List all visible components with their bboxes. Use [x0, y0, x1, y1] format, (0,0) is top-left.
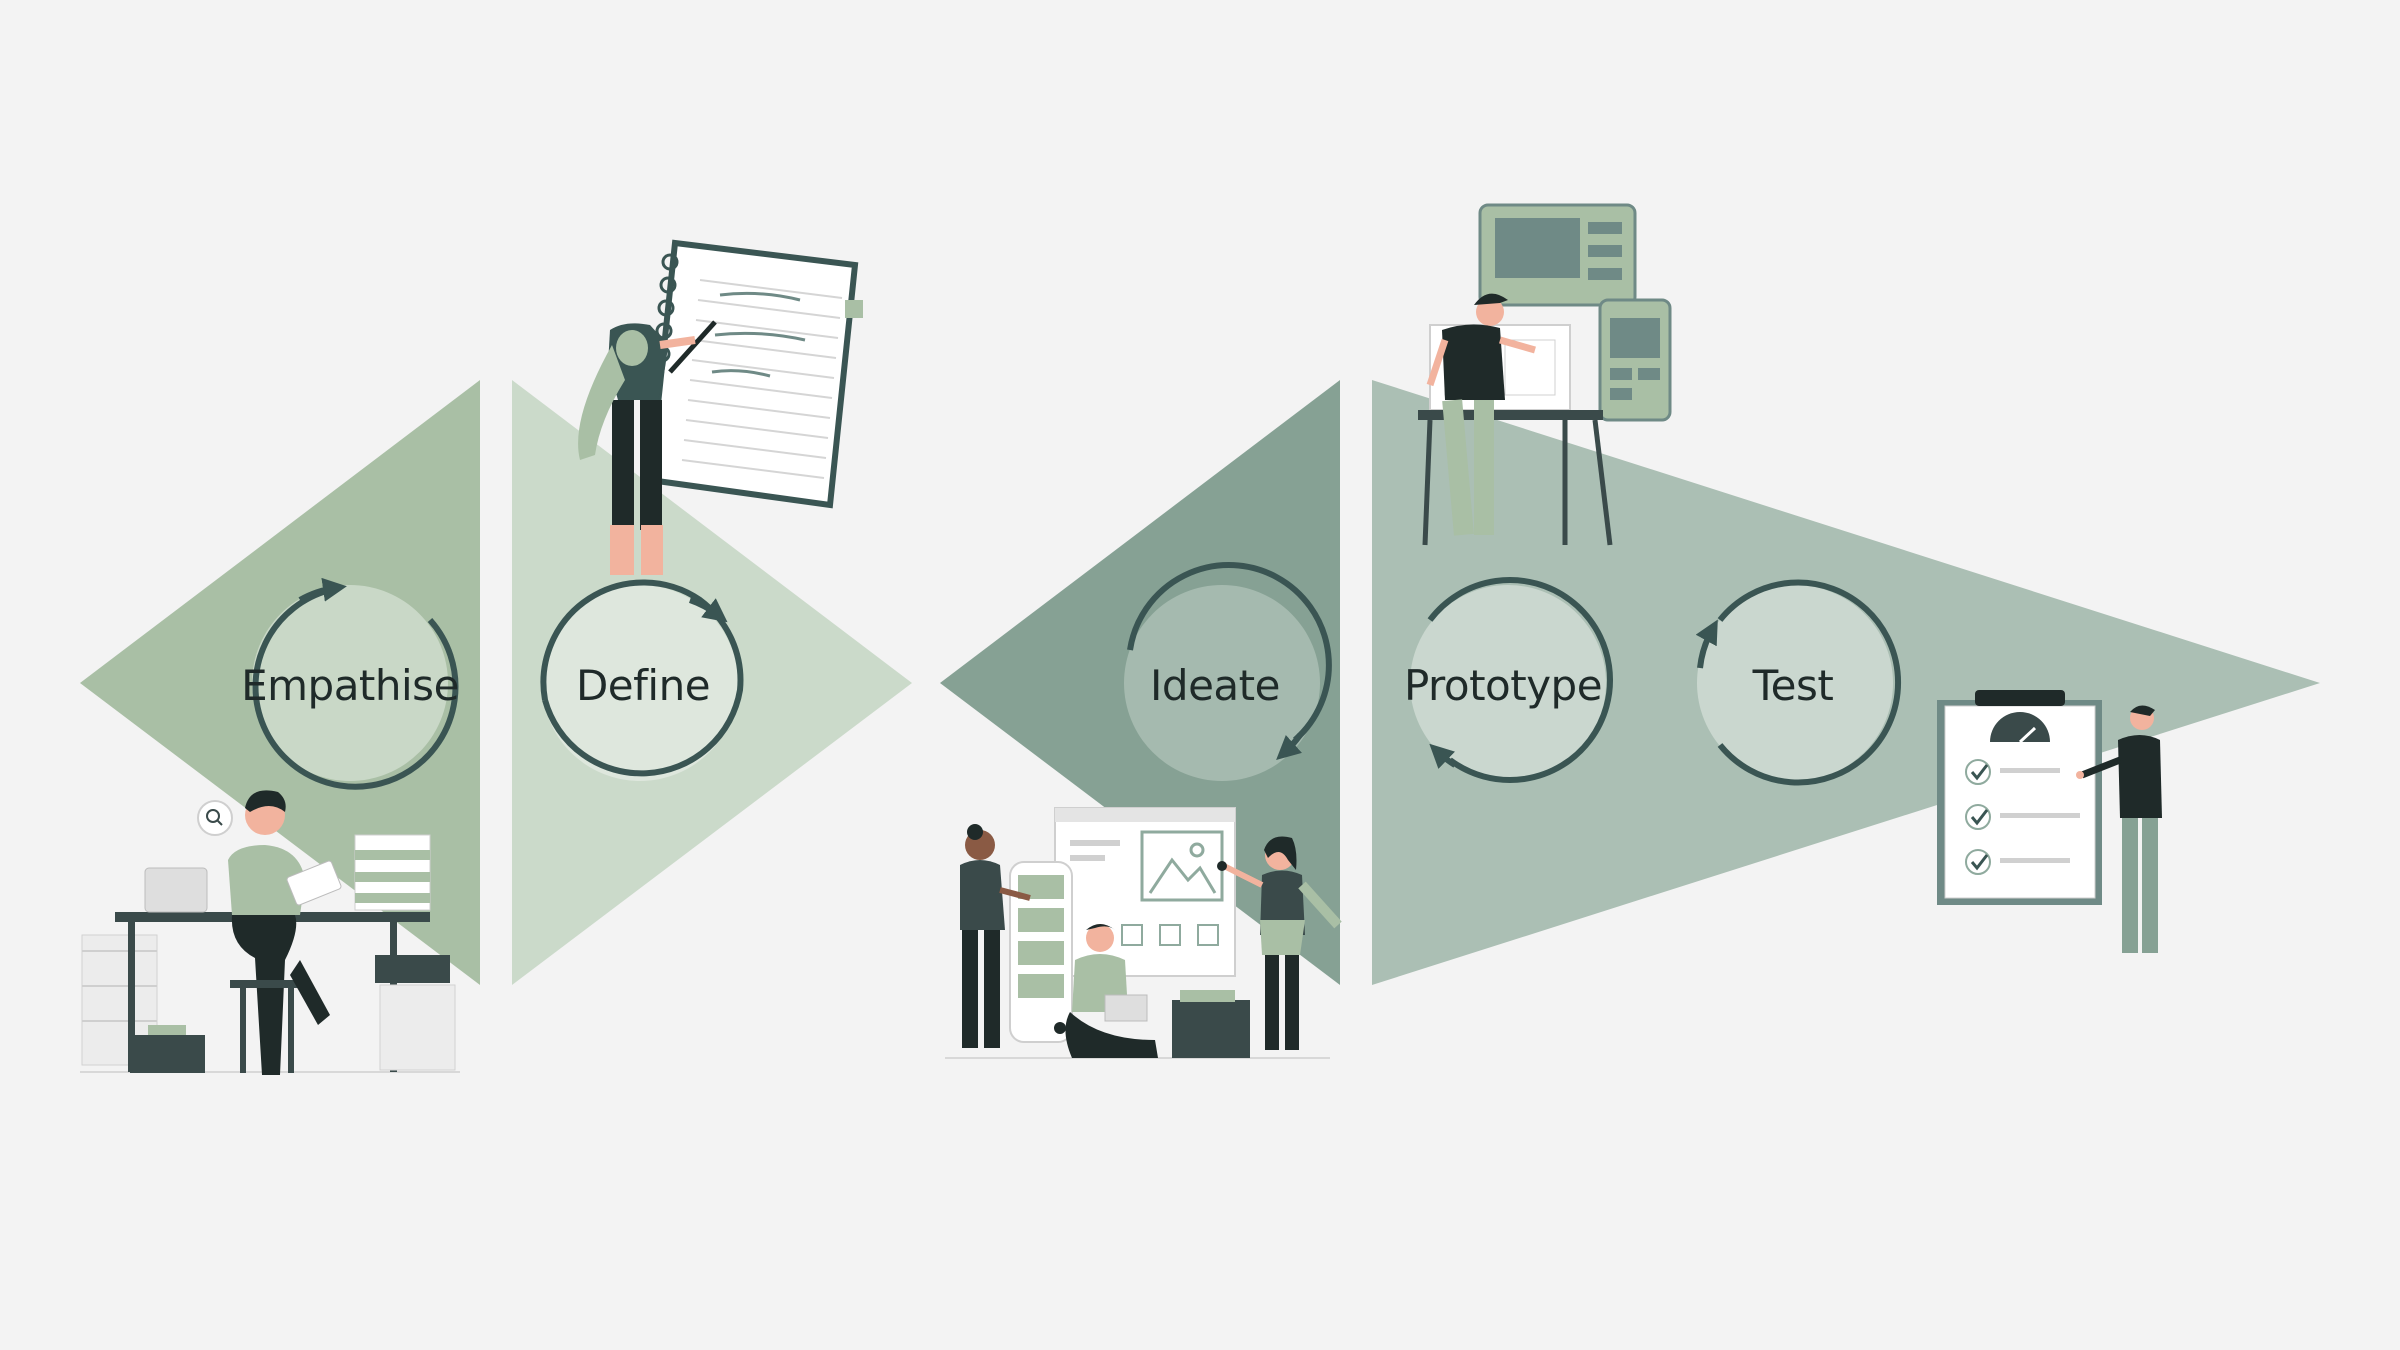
test-circle — [1695, 579, 1902, 786]
person-at-desk-illustration — [80, 790, 460, 1075]
prototype-circle — [1410, 577, 1613, 783]
team-designing-interface-illustration — [945, 807, 1342, 1059]
empathise-circle — [252, 577, 459, 790]
person-writing-on-notebook-illustration — [578, 239, 863, 575]
define-circle — [540, 579, 744, 781]
person-reviewing-checklist-illustration — [1937, 690, 2162, 953]
person-building-prototype-illustration — [1418, 203, 1672, 546]
ideate-circle — [1124, 562, 1332, 781]
